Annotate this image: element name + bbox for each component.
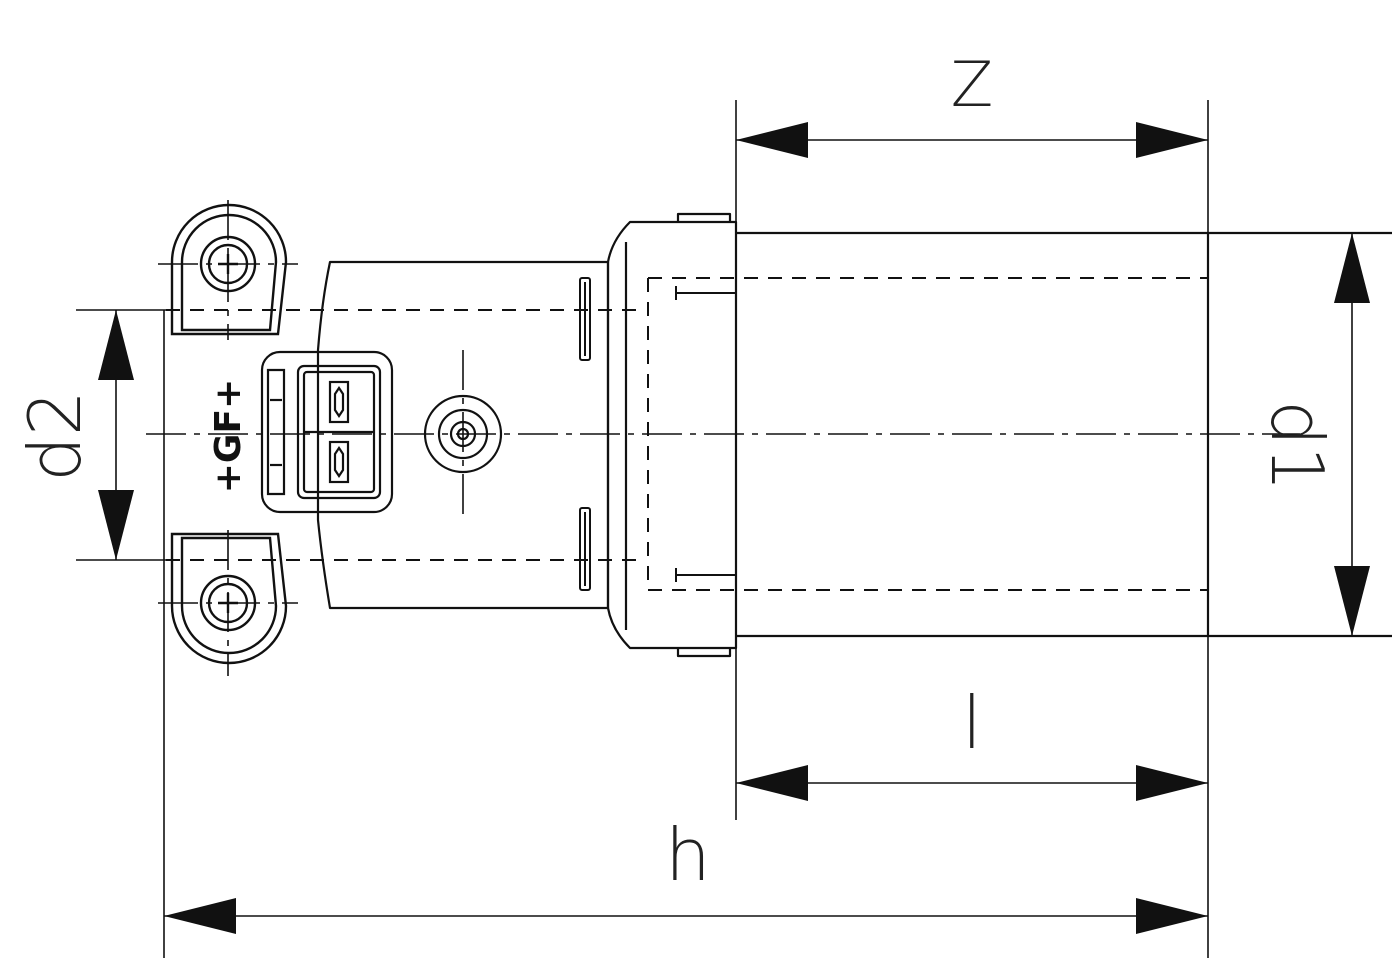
dimension-z (736, 122, 1208, 158)
dimension-z-label: Z (951, 48, 993, 121)
extension-lines (76, 100, 1392, 958)
dimension-d1-label: d1 (1255, 400, 1339, 492)
dimension-l (736, 765, 1208, 801)
body-slots (579, 277, 591, 591)
dimension-d2 (98, 310, 134, 560)
terminal-connector (260, 350, 394, 514)
fitting-body (316, 212, 1392, 658)
dimension-d1 (1334, 233, 1370, 636)
gf-logo: +GF+ (208, 379, 249, 493)
dimension-h (164, 898, 1208, 934)
bottom-mounting-lug (170, 532, 288, 665)
dimension-h-label: h (665, 813, 711, 897)
center-lines (146, 200, 1300, 676)
dimension-d2-label: d2 (13, 390, 97, 482)
bore-ticks (675, 286, 736, 582)
dimension-l-label: l (962, 681, 982, 765)
top-mounting-lug (170, 203, 288, 336)
